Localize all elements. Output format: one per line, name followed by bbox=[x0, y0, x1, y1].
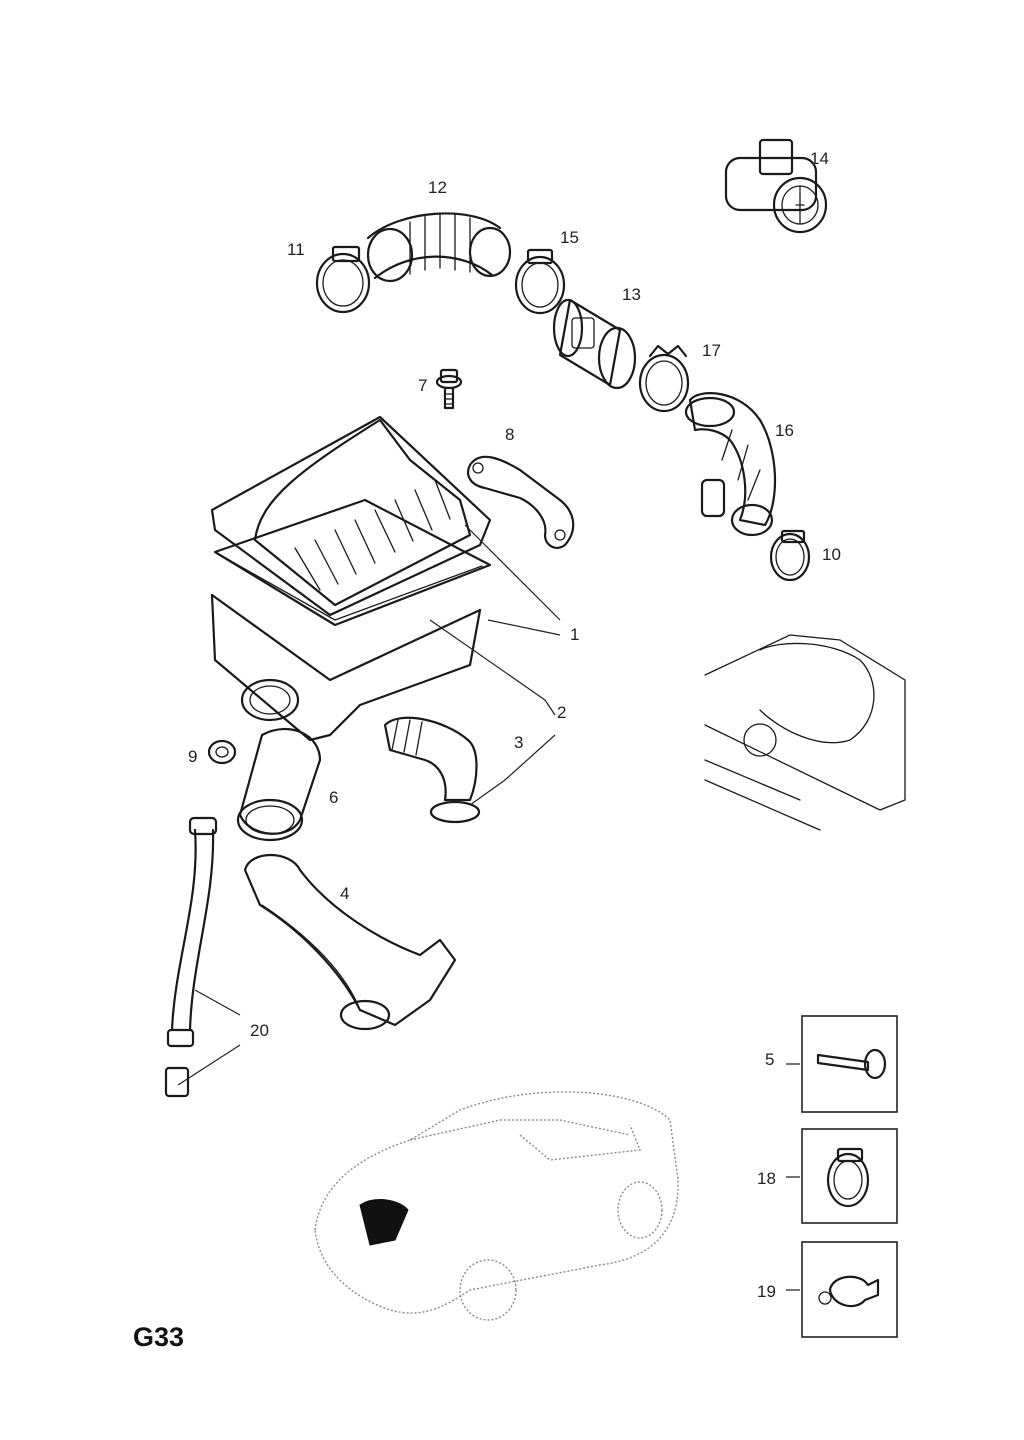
elbow-hose-part bbox=[383, 716, 481, 824]
callout-12: 12 bbox=[428, 178, 447, 197]
bent-intake-hose-part bbox=[684, 392, 777, 537]
vehicle-outline-sketch bbox=[314, 1091, 679, 1321]
callout-17: 17 bbox=[702, 341, 721, 360]
callout-3: 3 bbox=[514, 733, 523, 752]
callout-14: 14 bbox=[810, 149, 829, 168]
hose-clamp-part bbox=[638, 344, 690, 413]
intake-hose-part bbox=[366, 212, 512, 283]
callout-7: 7 bbox=[418, 376, 427, 395]
callout-19: 19 bbox=[757, 1282, 776, 1301]
callout-2: 2 bbox=[557, 703, 566, 722]
bolt-part bbox=[435, 368, 463, 410]
hose-clamp-box bbox=[801, 1128, 898, 1224]
intake-duct-part bbox=[243, 853, 457, 1031]
callout-4: 4 bbox=[340, 884, 349, 903]
callout-20: 20 bbox=[250, 1021, 269, 1040]
callout-1: 1 bbox=[570, 625, 579, 644]
leader-lines bbox=[177, 524, 800, 1291]
callout-6: 6 bbox=[329, 788, 338, 807]
breather-hose-part bbox=[164, 816, 218, 1098]
engine-location-sketch bbox=[704, 634, 906, 831]
callout-9: 9 bbox=[188, 747, 197, 766]
meter-housing-part bbox=[552, 298, 637, 390]
hose-clamp-part bbox=[769, 529, 811, 582]
air-mass-meter-part bbox=[724, 138, 828, 234]
diagram-code: G33 bbox=[133, 1322, 184, 1352]
connector-sleeve-part bbox=[236, 727, 322, 842]
screw-box bbox=[801, 1015, 898, 1113]
callout-11: 11 bbox=[287, 240, 305, 259]
hose-clamp-part bbox=[315, 245, 371, 314]
clip-box bbox=[801, 1241, 898, 1338]
callout-8: 8 bbox=[505, 425, 514, 444]
callout-10: 10 bbox=[822, 545, 841, 564]
mounting-bracket-part bbox=[467, 455, 575, 549]
hose-clamp-part bbox=[514, 248, 566, 315]
callout-16: 16 bbox=[775, 421, 794, 440]
filter-element-part bbox=[213, 498, 492, 627]
callout-15: 15 bbox=[560, 228, 579, 247]
grommet-part bbox=[207, 739, 237, 765]
callout-13: 13 bbox=[622, 285, 641, 304]
callout-5: 5 bbox=[765, 1050, 774, 1069]
callout-18: 18 bbox=[757, 1169, 776, 1188]
